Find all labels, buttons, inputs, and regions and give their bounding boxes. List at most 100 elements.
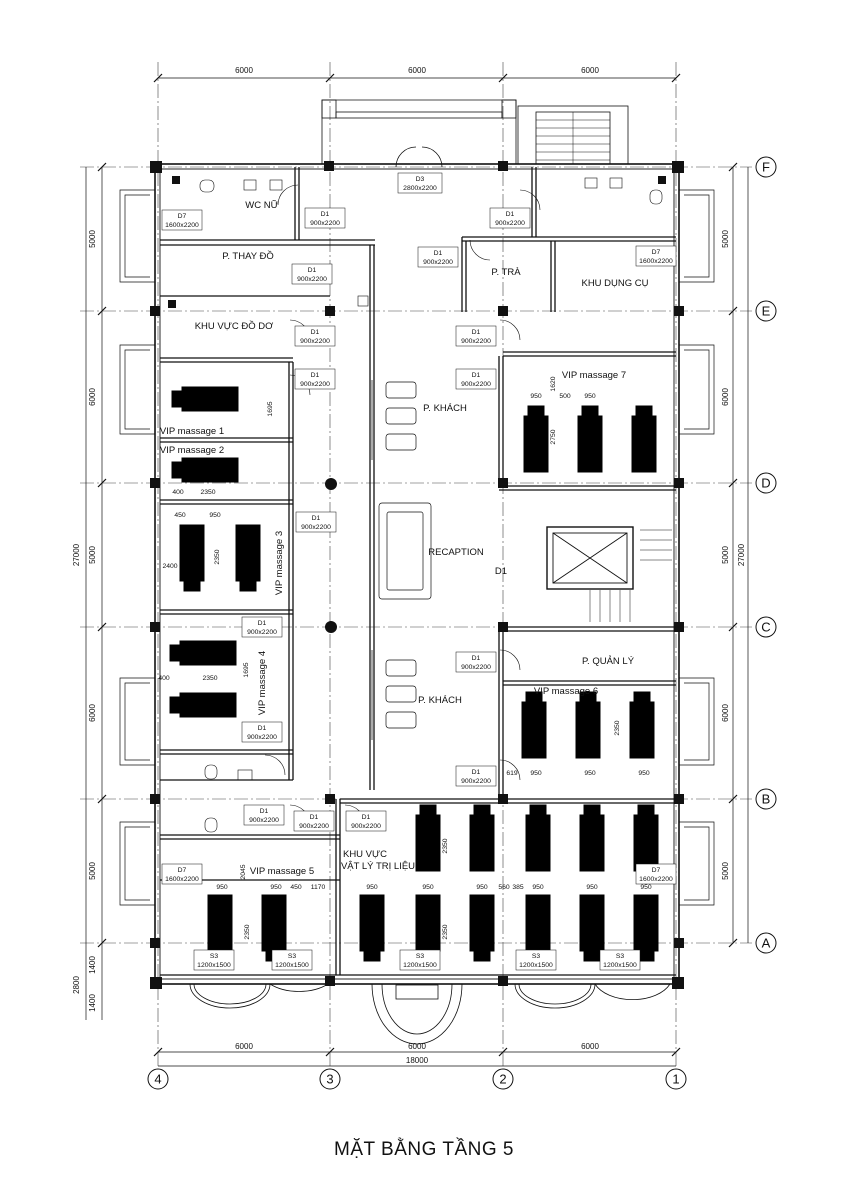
room-label-vip4: VIP massage 4 xyxy=(257,651,268,715)
tag-d1-vip3: D1 xyxy=(312,515,321,522)
lift-core xyxy=(546,526,672,622)
tag-d7-wc: D7 xyxy=(178,213,187,220)
tag-d7-dungcu-size: 1600x2200 xyxy=(639,258,673,265)
tag-d1-wc-bottom: D1 xyxy=(260,808,269,815)
dim-bottom-total: 18000 xyxy=(406,1056,429,1065)
tag-s3-2: S3 xyxy=(288,953,297,960)
interior-dim-2350-vip6: 2350 xyxy=(614,720,621,735)
room-label-vip3: VIP massage 3 xyxy=(274,531,285,595)
axis-bubbles xyxy=(147,156,777,1090)
interior-dim-950d-vltl: 950 xyxy=(532,884,544,891)
dim-left-overall: 27000 xyxy=(72,543,81,566)
dim-top-3: 6000 xyxy=(581,66,599,75)
tag-d1-vltl-size: 900x2200 xyxy=(351,823,381,830)
axis-label-2: 2 xyxy=(499,1072,506,1087)
interior-dim-2750-vip7: 2750 xyxy=(550,429,557,444)
tag-d1-vip6-size: 900x2200 xyxy=(461,778,491,785)
dim-lower-left-3: 1400 xyxy=(88,994,97,1012)
room-label-thay-do: P. THAY ĐỒ xyxy=(222,250,274,262)
interior-dim-950-vip5: 950 xyxy=(216,884,228,891)
room-label-vip5: VIP massage 5 xyxy=(250,866,314,877)
room-label-tra: P. TRÀ xyxy=(491,267,521,278)
interior-dim-950b-vip6: 950 xyxy=(584,770,596,777)
dim-top-1: 6000 xyxy=(235,66,253,75)
room-label-vip6: VIP massage 6 xyxy=(534,686,598,697)
room-label-khach-bottom: P. KHÁCH xyxy=(418,695,462,706)
room-label-vltl-line2: VẬT LÝ TRỊ LIỆU xyxy=(341,861,415,872)
interior-dim-950c-vltl: 950 xyxy=(476,884,488,891)
tag-s3-1: S3 xyxy=(210,953,219,960)
interior-dim-2400-vip3: 2400 xyxy=(162,563,177,570)
dim-left-4: 6000 xyxy=(88,704,97,722)
tag-d1-wc: D1 xyxy=(321,211,330,218)
interior-dim-2045-vip5: 2045 xyxy=(240,864,247,879)
tag-d7-vltl: D7 xyxy=(652,867,661,874)
fixture-marks xyxy=(168,176,666,308)
tag-s3-3-size: 1200x1500 xyxy=(403,962,437,969)
interior-dim-950b-vltl: 950 xyxy=(422,884,434,891)
tag-d1-vip4-bottom: D1 xyxy=(258,725,267,732)
interior-dim-450-vip3: 450 xyxy=(174,512,186,519)
room-label-reception: RECAPTION xyxy=(428,547,484,558)
interior-dim-560-vltl: 560 xyxy=(498,884,510,891)
tag-d1-tra-size: 900x2200 xyxy=(423,259,453,266)
structural-columns xyxy=(150,161,684,989)
room-label-vip1: VIP massage 1 xyxy=(160,426,224,437)
interior-dim-950b-vip5: 950 xyxy=(270,884,282,891)
interior-dim-2350-vltl-top: 2350 xyxy=(442,838,449,853)
axis-label-4: 4 xyxy=(154,1072,161,1087)
dim-right-2: 6000 xyxy=(721,388,730,406)
dim-right-4: 6000 xyxy=(721,704,730,722)
tag-d1-wc-right-size: 900x2200 xyxy=(495,220,525,227)
tag-d1-vip3-size: 900x2200 xyxy=(301,524,331,531)
axis-label-f: F xyxy=(762,160,770,175)
tag-d1-wc-right: D1 xyxy=(506,211,515,218)
interior-dim-950f-vltl: 950 xyxy=(640,884,652,891)
tag-d7-dungcu: D7 xyxy=(652,249,661,256)
tag-d1-vip5: D1 xyxy=(310,814,319,821)
door-tags xyxy=(161,172,677,971)
room-label-do-do: KHU VỰC ĐỒ DƠ xyxy=(195,320,274,332)
dim-left-5: 5000 xyxy=(88,862,97,880)
dim-left-2: 6000 xyxy=(88,388,97,406)
tag-s3-3: S3 xyxy=(416,953,425,960)
interior-dim-950-vip6: 950 xyxy=(530,770,542,777)
window-bays xyxy=(119,189,715,906)
dim-bottom-3: 6000 xyxy=(581,1042,599,1051)
interior-dim-500-vip7: 500 xyxy=(559,393,571,400)
tag-d1-thaydo-size: 900x2200 xyxy=(297,276,327,283)
interior-dim-950-vip3: 950 xyxy=(209,512,221,519)
sanitary-fixtures xyxy=(199,177,663,833)
outer-walls xyxy=(154,163,680,985)
tag-d1-vip5-size: 900x2200 xyxy=(299,823,329,830)
room-label-dung-cu: KHU DỤNG CỤ xyxy=(581,278,648,289)
dim-lower-left-2: 2800 xyxy=(72,976,81,994)
tag-s3-2-size: 1200x1500 xyxy=(275,962,309,969)
tag-d1-dodo: D1 xyxy=(311,329,320,336)
tag-d1-stair: D1 xyxy=(495,566,507,577)
tag-d1-vip1-size: 900x2200 xyxy=(300,381,330,388)
tag-d7-vip5: D7 xyxy=(178,867,187,874)
dim-right-1: 5000 xyxy=(721,230,730,248)
top-balcony xyxy=(321,99,629,168)
dim-bottom-2: 6000 xyxy=(408,1042,426,1051)
tag-s3-5: S3 xyxy=(616,953,625,960)
tag-d1-wc-size: 900x2200 xyxy=(310,220,340,227)
tag-d1-khach-size: 900x2200 xyxy=(461,338,491,345)
tag-d1-vltl: D1 xyxy=(362,814,371,821)
tag-d1-vip1: D1 xyxy=(311,372,320,379)
tag-s3-4-size: 1200x1500 xyxy=(519,962,553,969)
interior-dim-450-vip5: 450 xyxy=(290,884,302,891)
interior-dim-950e-vltl: 950 xyxy=(586,884,598,891)
axis-label-1: 1 xyxy=(672,1072,679,1087)
tag-s3-5-size: 1200x1500 xyxy=(603,962,637,969)
interior-dim-385-vltl: 385 xyxy=(512,884,524,891)
tag-d1-dodo-size: 900x2200 xyxy=(300,338,330,345)
dim-bottom-1: 6000 xyxy=(235,1042,253,1051)
axis-label-b: B xyxy=(762,792,771,807)
tag-d1-vip4-top-size: 900x2200 xyxy=(247,629,277,636)
tag-d7-wc-size: 1600x2200 xyxy=(165,222,199,229)
tag-d1-vip7-size: 900x2200 xyxy=(461,381,491,388)
reception-furniture xyxy=(371,380,432,740)
tag-d7-vltl-size: 1600x2200 xyxy=(639,876,673,883)
